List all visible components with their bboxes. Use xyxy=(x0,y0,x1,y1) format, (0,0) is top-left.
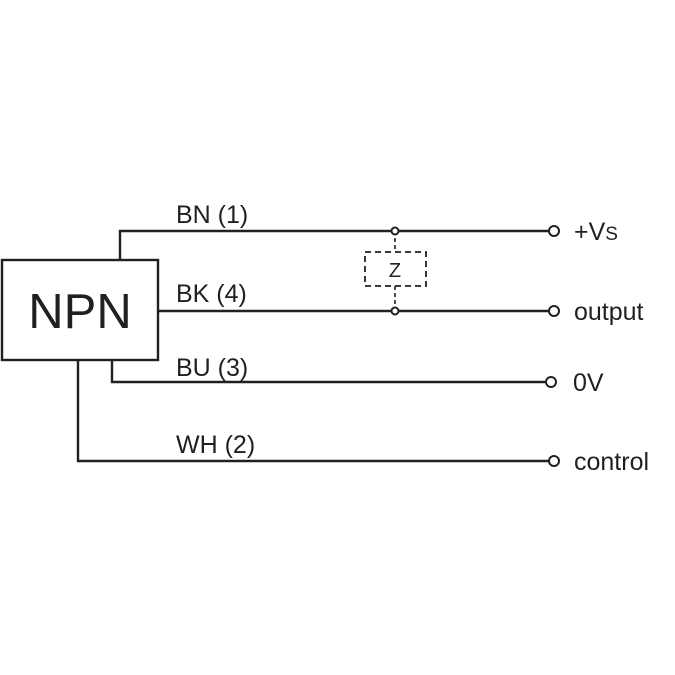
junction-bk xyxy=(390,306,400,316)
sensor-box xyxy=(0,258,160,362)
load-z-box xyxy=(364,251,427,287)
terminal-wh xyxy=(548,455,560,467)
wire-label-bn: BN (1) xyxy=(176,201,248,229)
wire-label-wh: WH (2) xyxy=(176,431,255,459)
terminal-bu xyxy=(545,376,557,388)
wire-bu xyxy=(110,360,547,384)
terminal-label-bu: 0V xyxy=(573,369,604,397)
terminal-label-wh: control xyxy=(574,448,649,476)
terminal-label-bn: +VS xyxy=(574,218,618,246)
terminal-bn xyxy=(548,225,560,237)
wire-bn xyxy=(118,229,550,260)
wire-label-bk: BK (4) xyxy=(176,280,247,308)
wire-wh xyxy=(76,360,550,463)
terminal-label-bn-sub: S xyxy=(605,224,618,245)
wire-label-bu: BU (3) xyxy=(176,354,248,382)
load-z-label: Z xyxy=(389,260,401,282)
junction-bn xyxy=(390,226,400,236)
terminal-label-bk: output xyxy=(574,298,644,326)
sensor-label: NPN xyxy=(28,285,131,339)
terminal-bk xyxy=(548,305,560,317)
